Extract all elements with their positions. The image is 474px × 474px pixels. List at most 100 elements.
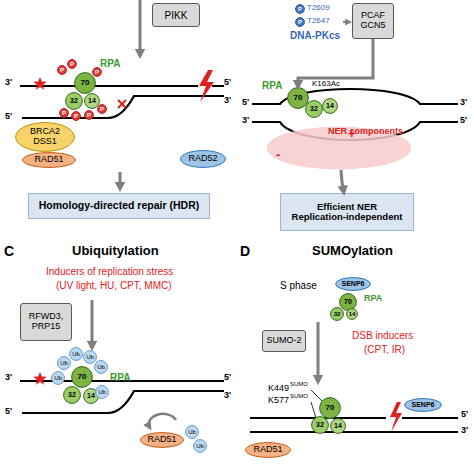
protein-ellipse: RAD51 <box>245 442 291 458</box>
node-text: 14 <box>349 311 356 318</box>
text-label: SUMO <box>290 393 308 400</box>
damage-star <box>33 77 46 90</box>
ubiquitin-circle: Ub <box>193 439 207 453</box>
node-text: 14 <box>88 97 96 105</box>
rpa-subunit: 70 <box>74 72 96 94</box>
phospho-circle: P <box>59 108 69 118</box>
node-text: 14 <box>326 102 334 110</box>
node-text: BRCA2 DSS1 <box>27 127 63 147</box>
rpa-subunit-shape <box>340 294 357 311</box>
node-text: 14 <box>87 392 95 400</box>
text-label: RPA <box>364 294 382 304</box>
node-text: RFWD3, PRP15 <box>21 312 71 332</box>
node-text: SENP6 <box>342 280 365 288</box>
node-text: Ub <box>188 429 196 436</box>
node-text: RAD51 <box>34 155 63 165</box>
phospho-circle-shape <box>72 112 81 121</box>
rpa-subunit: 70 <box>319 397 341 419</box>
ubiquitin-circle-shape <box>194 440 207 453</box>
rpa-subunit: 14 <box>346 308 358 320</box>
rpa-subunit-shape <box>64 387 81 404</box>
text-label: SUMOylation <box>312 244 393 258</box>
node-text: 70 <box>81 79 90 88</box>
node-text: Efficient NER <box>317 202 377 212</box>
ubiquitin-circle: Ub <box>95 385 109 399</box>
ubiquitin-circle-shape <box>52 372 65 385</box>
dna-strand <box>20 85 224 87</box>
ubiquitin-circle: Ub <box>51 371 65 385</box>
phospho-circle-shape <box>296 5 305 14</box>
rpa-subunit-shape <box>323 99 338 114</box>
node-text: 14 <box>334 422 342 430</box>
text-label: RPA <box>100 58 120 69</box>
rpa-subunit: 32 <box>311 416 329 434</box>
ubiquitin-circle: Ub <box>83 350 97 364</box>
gray-arrow <box>343 21 350 23</box>
gray-arrow <box>119 172 122 189</box>
gray-arrow <box>91 300 94 348</box>
ubiquitin-circle: Ub <box>185 425 199 439</box>
ubiquitin-circle-shape <box>84 351 97 364</box>
protein-ellipse-shape <box>246 443 291 458</box>
text-label: Inducers of replication stress <box>46 266 173 277</box>
node-text: P <box>87 112 91 119</box>
rpa-subunit: 32 <box>63 386 81 404</box>
rpa-subunit-shape <box>306 101 323 118</box>
protein-ellipse-shape <box>16 123 75 152</box>
node-text: 32 <box>310 105 318 113</box>
phospho-circle: P <box>84 110 94 120</box>
dsb-lightning <box>390 402 402 432</box>
text-label: 5' <box>460 116 467 126</box>
node-text: RAD51 <box>253 445 282 455</box>
text-label: 3' <box>224 96 231 106</box>
rpa-subunit-shape <box>320 398 341 419</box>
text-label: S phase <box>280 280 317 291</box>
phospho-circle-shape <box>58 66 67 75</box>
text-label: D <box>240 244 250 259</box>
text-label: 5' <box>5 407 12 417</box>
rpa-subunit-shape <box>347 309 358 320</box>
node-text: SENP6 <box>412 401 435 409</box>
text-label: 3' <box>5 373 12 383</box>
damage-star <box>33 372 46 385</box>
node-text: Replication-independent <box>292 212 403 222</box>
text-label: 5' <box>5 112 12 122</box>
stall-mark <box>118 100 126 108</box>
ner-region-shape <box>267 127 412 170</box>
node-text: 32 <box>68 391 76 399</box>
leader-line <box>311 390 322 401</box>
text-label: DSB inducers <box>352 330 413 341</box>
ubiquitin-circle-shape <box>186 426 199 439</box>
protein-ellipse-shape <box>181 151 226 168</box>
node-text: RAD52 <box>188 154 217 164</box>
rpa-subunit: 70 <box>287 87 309 109</box>
rpa-subunit: 14 <box>322 98 338 114</box>
dsb-lightning <box>199 70 214 102</box>
node-text: 32 <box>334 311 341 318</box>
text-label: 3' <box>224 391 231 401</box>
protein-ellipse: RAD52 <box>180 150 226 168</box>
node-text: P <box>298 19 302 26</box>
enzyme-box: RFWD3, PRP15 <box>20 303 72 341</box>
enzyme-box: PIKK <box>152 3 200 27</box>
node-text: - <box>276 148 280 162</box>
node-text: 70 <box>326 404 335 413</box>
node-text: P <box>95 69 99 76</box>
text-label: 5' <box>461 410 468 420</box>
node-text: 70 <box>294 94 303 103</box>
recycle-arrow <box>149 414 176 428</box>
node-text: P <box>70 61 74 68</box>
node-text: RAD51 <box>147 435 176 445</box>
phospho-circle: P <box>67 59 77 69</box>
text-label: Ubiquitylation <box>72 244 159 258</box>
rpa-subunit: 70 <box>71 366 93 388</box>
text-label: 3' <box>461 426 468 436</box>
dna-strand <box>250 431 458 433</box>
stall-mark <box>118 100 126 108</box>
node-text: Ub <box>54 375 62 382</box>
rpa-subunit-shape <box>66 93 83 110</box>
phospho-circle-shape <box>60 109 69 118</box>
node-text: P <box>60 67 64 74</box>
node-text: Ub <box>196 443 204 450</box>
node-text: P <box>62 110 66 117</box>
